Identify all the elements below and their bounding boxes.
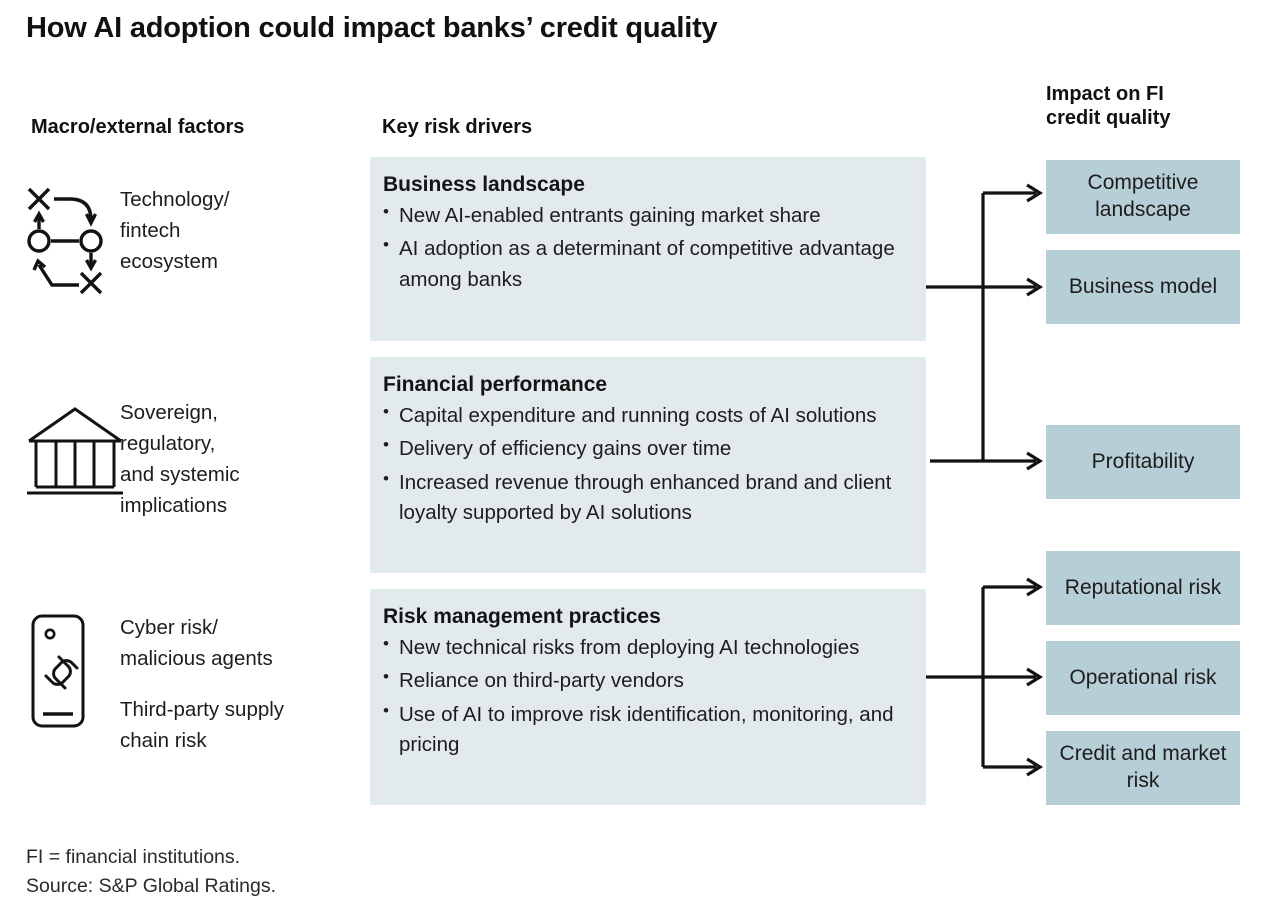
risk-driver-title: Financial performance [383,373,608,396]
impact-box-operational-risk: Operational risk [1046,641,1240,715]
impact-box-profitability: Profitability [1046,425,1240,499]
network-ecosystem-icon [24,182,120,305]
risk-driver-box: Risk management practices New technical … [370,589,926,805]
macro-factor-row: Technology/ fintech ecosystem [24,182,364,305]
column-header-impact-line-2: credit quality [1046,107,1171,130]
risk-driver-bullet: Delivery of efficiency gains over time [383,433,910,464]
footnote-block: FI = financial institutions. Source: S&P… [26,843,276,902]
footnote-source: Source: S&P Global Ratings. [26,875,277,898]
impact-box-competitive-landscape: Competitive landscape [1046,160,1240,234]
macro-factor-label: Cyber risk/ malicious agents [120,616,273,671]
macro-factor-row: Sovereign, regulatory, and systemic impl… [24,395,364,522]
macro-factor-label: Sovereign, regulatory, and systemic impl… [120,401,240,518]
risk-driver-bullet-list: New AI-enabled entrants gaining market s… [383,200,910,294]
mobile-chain-link-icon [24,610,120,739]
risk-driver-box: Financial performance Capital expenditur… [370,357,926,573]
risk-driver-bullet: Increased revenue through enhanced brand… [383,467,910,528]
risk-driver-bullet-list: New technical risks from deploying AI te… [383,632,910,760]
risk-driver-bullet-list: Capital expenditure and running costs of… [383,400,910,528]
column-header-impact-on-fi-credit-quality: Impact on FI credit quality [1046,82,1256,131]
risk-driver-box: Business landscape New AI-enabled entran… [370,157,926,341]
column-header-key-risk-drivers: Key risk drivers [382,116,533,138]
column-header-macro: Macro/external factors [31,116,245,138]
column-header-impact-line-1: Impact on FI [1046,83,1164,105]
macro-factor-labels: Sovereign, regulatory, and systemic impl… [120,395,240,522]
macro-factor-labels: Technology/ fintech ecosystem [120,182,229,277]
connector-group-business-landscape [926,183,1044,471]
risk-driver-bullet: Use of AI to improve risk identification… [383,699,910,760]
impact-box-business-model: Business model [1046,250,1240,324]
impact-box-reputational-risk: Reputational risk [1046,551,1240,625]
risk-driver-bullet: New technical risks from deploying AI te… [383,632,910,663]
macro-factor-labels: Cyber risk/ malicious agents Third-party… [120,610,284,757]
risk-driver-bullet: AI adoption as a determinant of competit… [383,233,910,294]
page-title: How AI adoption could impact banks’ cred… [26,12,718,44]
risk-driver-bullet: New AI-enabled entrants gaining market s… [383,200,910,231]
bank-building-icon [24,395,123,506]
macro-factor-label: Technology/ fintech ecosystem [120,188,230,274]
risk-driver-title: Risk management practices [383,605,661,628]
risk-driver-bullet: Capital expenditure and running costs of… [383,400,910,431]
risk-driver-title: Business landscape [383,173,585,196]
risk-driver-bullet: Reliance on third-party vendors [383,665,910,696]
macro-factor-label: Third-party supply chain risk [120,698,285,753]
footnote-abbreviation: FI = financial institutions. [26,846,241,868]
impact-box-credit-and-market-risk: Credit and market risk [1046,731,1240,805]
macro-factor-row: Cyber risk/ malicious agents Third-party… [24,610,364,757]
connector-group-risk-management [926,577,1044,777]
